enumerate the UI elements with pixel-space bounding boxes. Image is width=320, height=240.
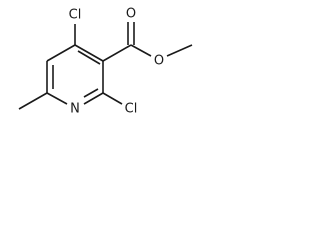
bond-carbonyl-c-o-ester xyxy=(130,44,152,57)
chemical-structure-diagram: Cl N Cl O O xyxy=(18,7,193,117)
bond-c5-c4 xyxy=(46,44,76,62)
bond-o-methyl xyxy=(166,44,193,57)
bond-c2-cl xyxy=(102,92,123,105)
bond-c4-c3-inner xyxy=(77,50,101,65)
atom-o-carbonyl: O xyxy=(126,7,136,22)
bond-c6-methyl xyxy=(18,92,48,110)
atom-n-ring: N xyxy=(70,102,80,117)
atom-cl-bottom: Cl xyxy=(125,102,138,117)
bond-c4-c3 xyxy=(74,44,104,62)
atom-o-ester: O xyxy=(154,54,164,69)
bond-c3-carbonyl-carbon xyxy=(102,44,132,62)
bond-c2-n xyxy=(83,92,104,105)
atom-cl-top: Cl xyxy=(69,8,82,23)
bond-c2-n-inner xyxy=(83,88,99,98)
bond-n-c6 xyxy=(46,92,68,105)
